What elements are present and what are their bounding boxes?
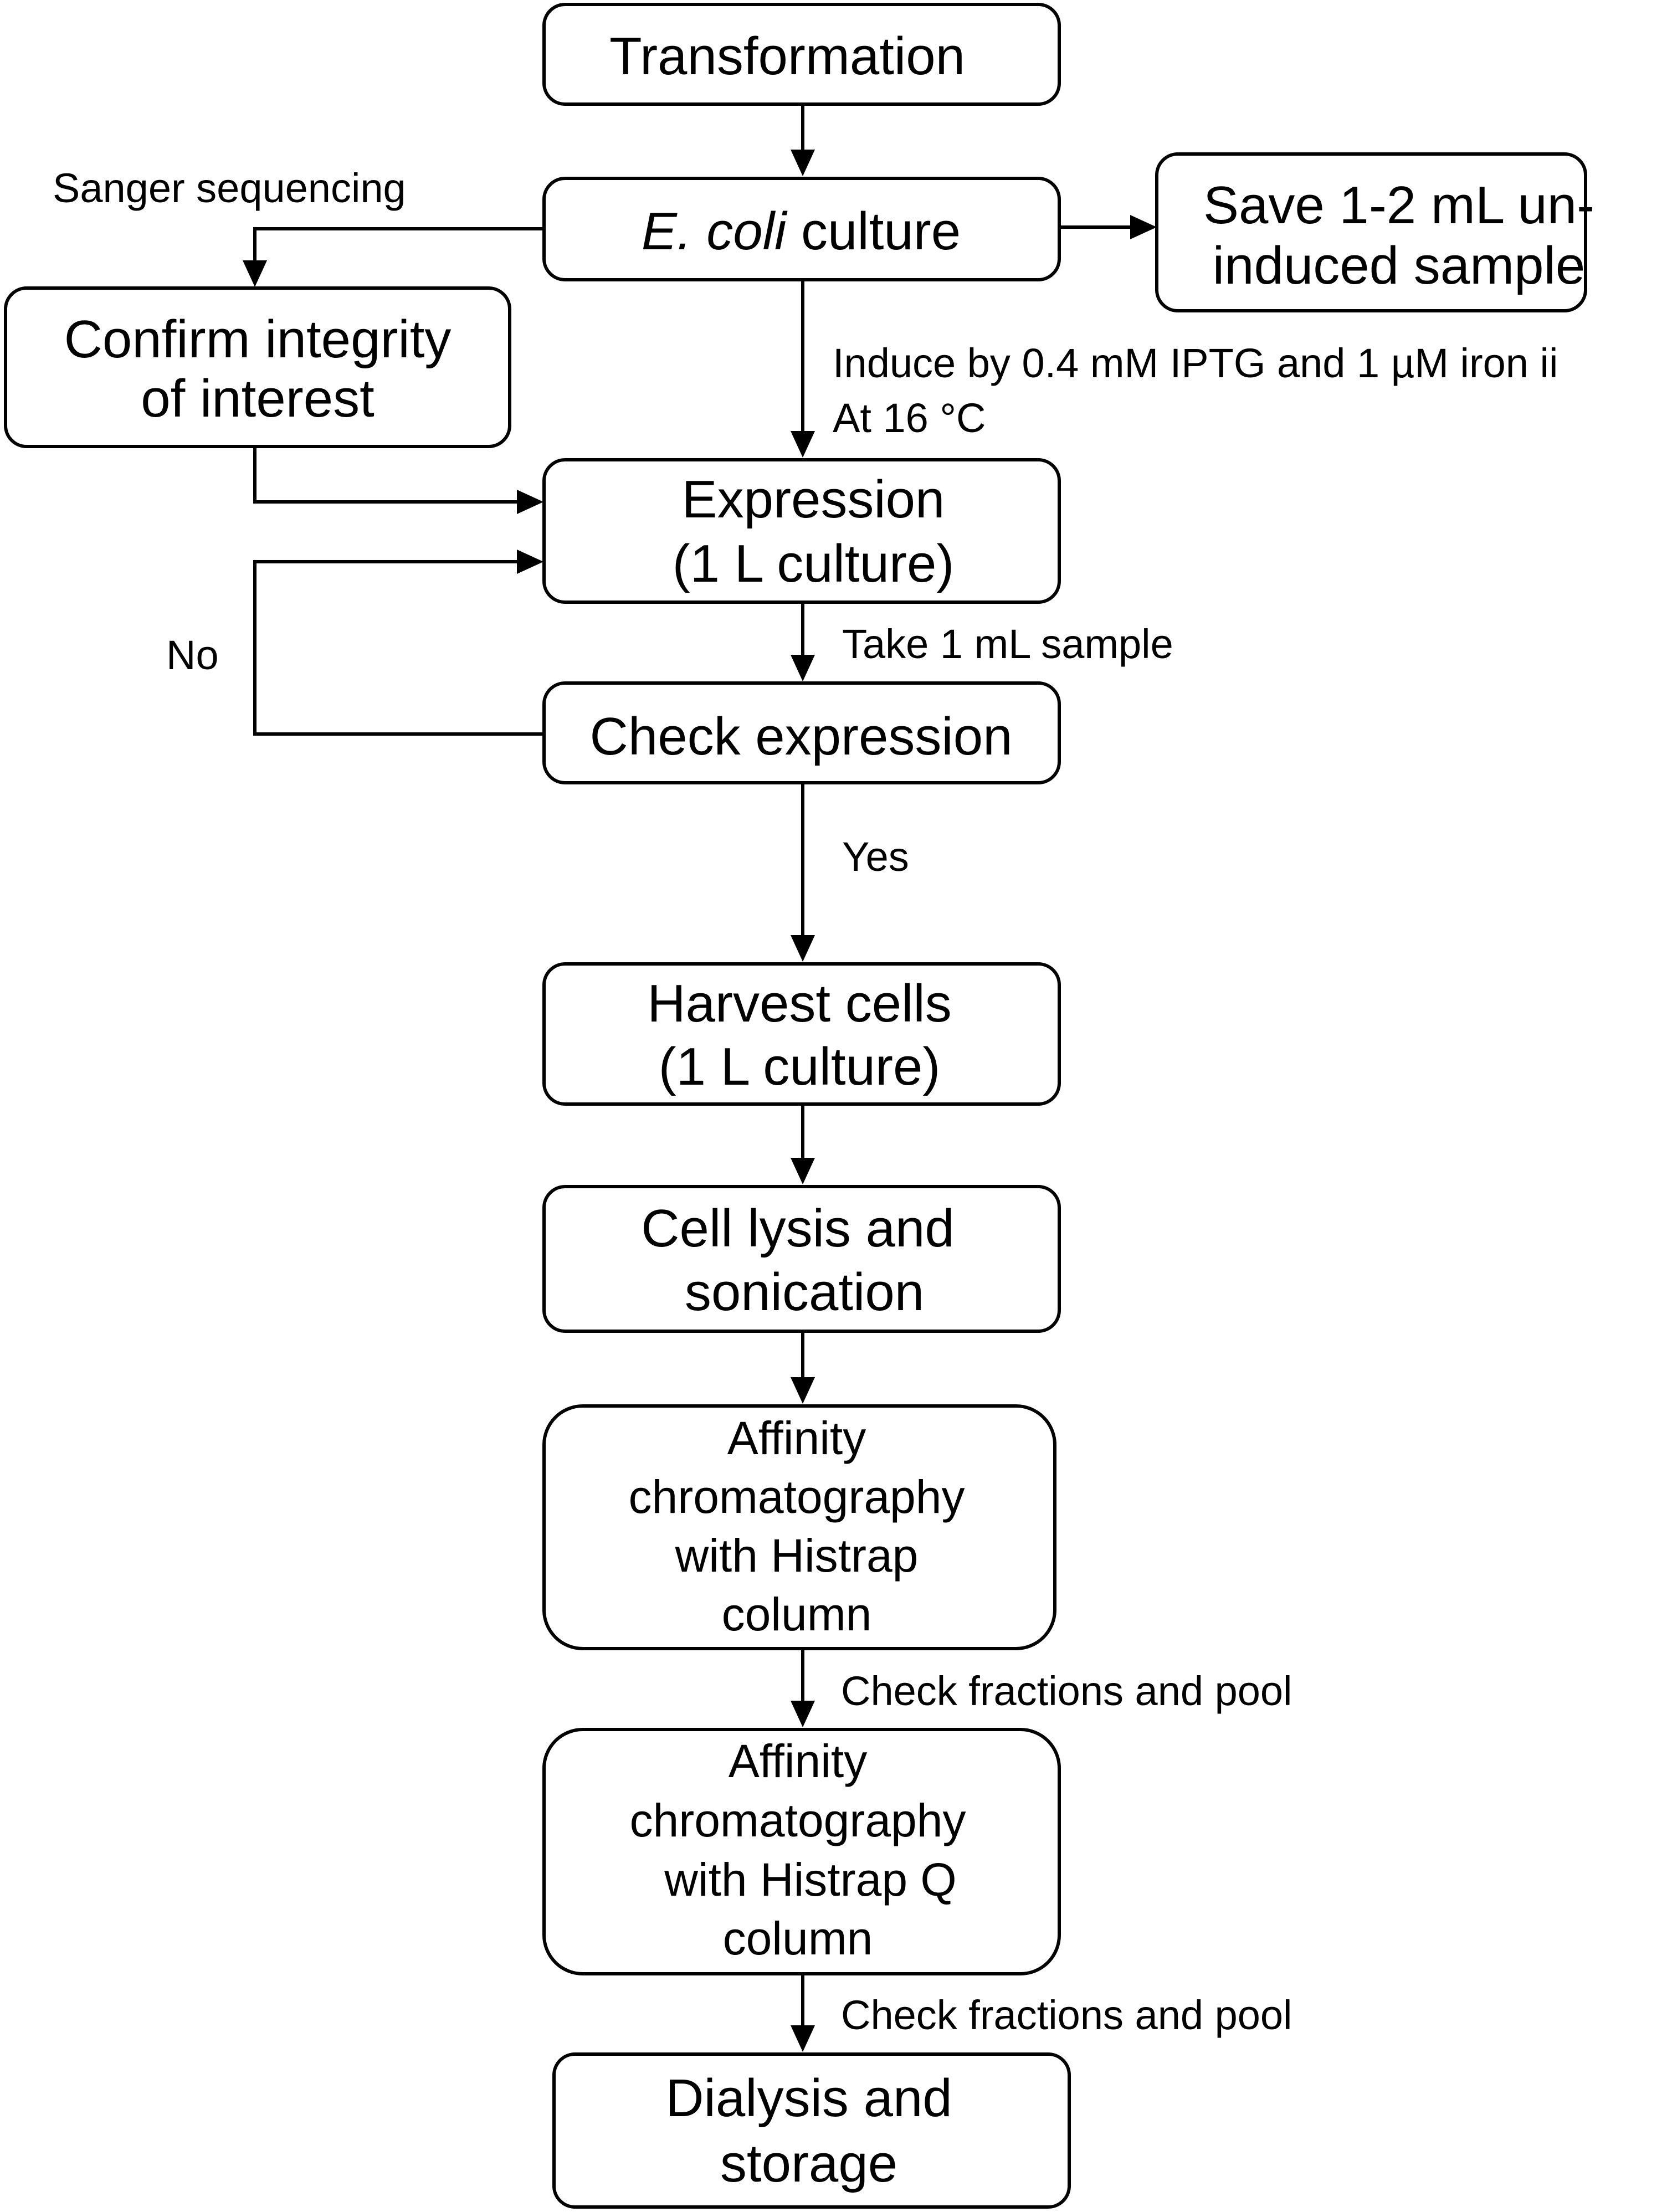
box-frame: [542, 1404, 1056, 1650]
arrowhead: [791, 1377, 815, 1404]
arrowhead: [791, 935, 815, 962]
box-harvest-cells: Harvest cells (1 L culture): [542, 962, 1061, 1106]
box-expression: Expression (1 L culture): [542, 458, 1061, 604]
arrowhead: [791, 2025, 815, 2052]
box-frame: [542, 1728, 1061, 1975]
box-save-sample: Save 1-2 mL un- induced sample: [1155, 152, 1594, 312]
box-ecoli-culture: E. coli culture: [542, 177, 1061, 281]
box-text: Transformation: [609, 27, 965, 86]
box-text-line-2: (1 L culture): [673, 534, 955, 593]
arrowhead: [791, 431, 815, 458]
connectors: [243, 104, 1157, 2052]
connector-no-loop: [253, 560, 543, 736]
box-frame: [1155, 152, 1587, 312]
box-text-line-1: Expression: [682, 470, 945, 529]
box-text-line-1: Affinity: [729, 1735, 868, 1787]
edge-labels: Sanger sequencing Induce by 0.4 mM IPTG …: [53, 165, 1558, 2038]
box-text-line-1: Affinity: [727, 1412, 866, 1464]
box-affinity-histrap: Affinity chromatography with Histrap col…: [542, 1404, 1056, 1650]
box-text-line-2: (1 L culture): [659, 1037, 941, 1096]
box-text-line-2: chromatography: [630, 1794, 966, 1846]
box-frame: [542, 1185, 1061, 1333]
box-text-line-2: induced sample: [1213, 236, 1585, 295]
arrowhead: [1130, 215, 1157, 239]
label-no: No: [166, 632, 219, 678]
box-text-line-2: storage: [720, 2134, 897, 2193]
box-text: E. coli culture: [642, 202, 961, 261]
box-transformation: Transformation: [542, 3, 1061, 106]
box-text-line-3: with Histrap: [675, 1530, 919, 1582]
box-text-line-1: Save 1-2 mL un-: [1203, 176, 1594, 235]
label-check-fractions-2: Check fractions and pool: [841, 1992, 1292, 2038]
label-sanger-sequencing: Sanger sequencing: [53, 165, 406, 211]
box-frame: [552, 2052, 1071, 2209]
ecoli-italic: E. coli: [642, 202, 788, 261]
arrowhead: [517, 550, 543, 574]
box-text-line-4: column: [723, 1912, 873, 1964]
box-frame: [4, 286, 511, 448]
box-text-line-4: column: [722, 1588, 872, 1640]
box-confirm-integrity: Confirm integrity of interest: [4, 286, 511, 448]
arrowhead: [517, 490, 543, 514]
box-affinity-histrap-q: Affinity chromatography with Histrap Q c…: [542, 1728, 1061, 1975]
box-text-line-2: of interest: [141, 369, 375, 428]
box-cell-lysis: Cell lysis and sonication: [542, 1185, 1061, 1333]
label-induce-line-2: At 16 °C: [833, 395, 986, 441]
box-text-line-2: sonication: [685, 1262, 924, 1322]
box-check-expression: Check expression: [542, 681, 1061, 784]
box-frame: [542, 3, 1061, 106]
box-text-line-1: Dialysis and: [665, 2069, 952, 2128]
box-text-line-3: with Histrap Q: [664, 1854, 956, 1906]
box-text-line-1: Confirm integrity: [64, 310, 452, 369]
arrowhead: [243, 260, 267, 287]
label-yes: Yes: [842, 834, 909, 880]
ecoli-rest: culture: [786, 202, 961, 261]
label-check-fractions-1: Check fractions and pool: [841, 1668, 1292, 1714]
box-frame: [542, 177, 1061, 281]
connector-confirm-expression: [253, 446, 517, 504]
box-frame: [542, 458, 1061, 604]
arrowhead: [791, 150, 815, 176]
box-frame: [542, 962, 1061, 1106]
box-text-line-2: chromatography: [629, 1471, 965, 1523]
arrowhead: [791, 655, 815, 681]
arrowhead: [791, 1701, 815, 1727]
label-induce-line-1: Induce by 0.4 mM IPTG and 1 µM iron ii: [833, 340, 1558, 386]
box-frame: [542, 681, 1061, 784]
box-text-line-1: Harvest cells: [647, 974, 951, 1033]
arrowhead: [791, 1158, 815, 1184]
box-text-line-1: Cell lysis and: [641, 1199, 955, 1258]
box-text: Check expression: [589, 707, 1012, 766]
label-take-sample: Take 1 mL sample: [842, 621, 1173, 667]
box-dialysis-storage: Dialysis and storage: [552, 2052, 1071, 2209]
connector-ecoli-confirm: [253, 227, 543, 260]
